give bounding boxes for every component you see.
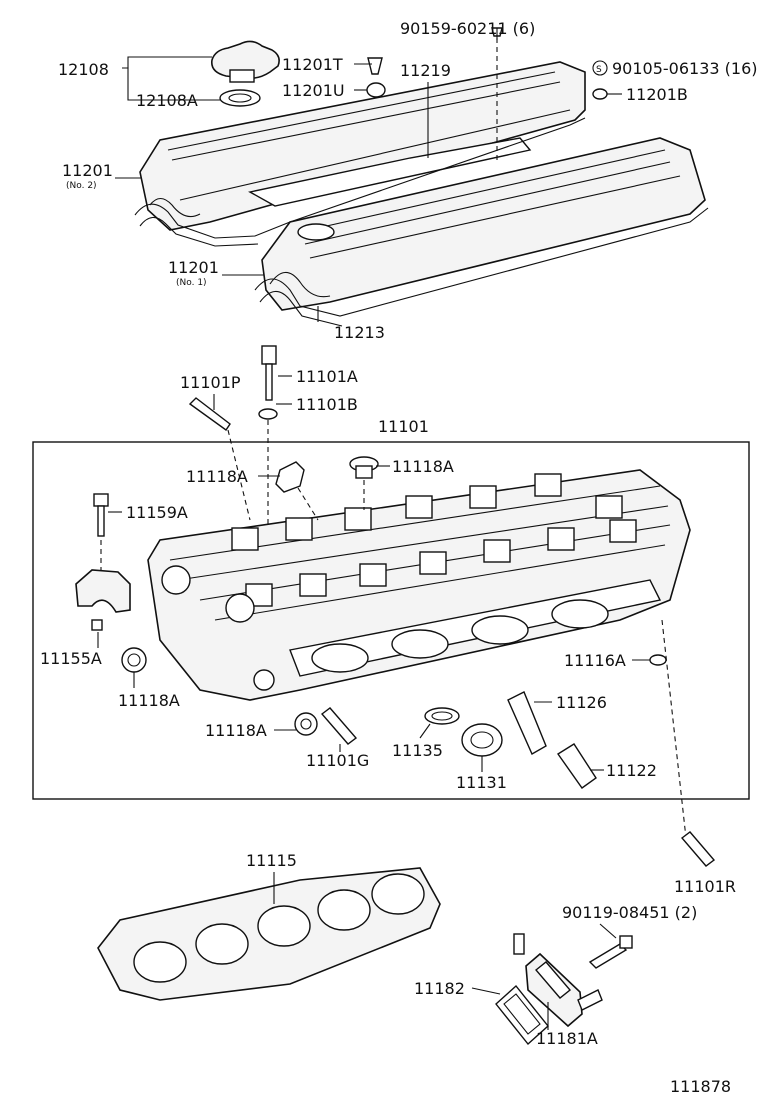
stud-r-guide	[661, 619, 687, 839]
plug-11116a	[649, 654, 667, 666]
plug-left	[121, 647, 147, 673]
label-11118a-top: 11118A	[186, 467, 248, 486]
figure-number: 111878	[670, 1077, 731, 1096]
cam-caps-row1	[231, 473, 623, 551]
water-outlet	[513, 933, 603, 1028]
marker-s: S	[596, 65, 602, 75]
label-11201-no2-sub: (No. 2)	[66, 181, 97, 191]
bolt-90119	[588, 935, 633, 969]
label-11101p: 11101P	[180, 373, 241, 392]
label-12108a: 12108A	[136, 91, 198, 110]
label-11101: 11101	[378, 417, 429, 436]
label-11115: 11115	[246, 851, 297, 870]
seal-11131	[461, 723, 503, 757]
label-12108: 12108	[58, 60, 109, 79]
label-11201-no1: 11201	[168, 258, 219, 277]
cam-caps-row2	[245, 519, 637, 607]
bolt-11159a	[93, 493, 109, 570]
cylinder-head-cover-no1	[261, 137, 706, 311]
plug-bottom	[294, 712, 318, 736]
guide-11126	[507, 691, 547, 755]
head-bolt	[258, 345, 278, 530]
label-11122: 11122	[606, 761, 657, 780]
guide-11122	[557, 743, 597, 789]
label-11182: 11182	[414, 979, 465, 998]
marker-s-circle	[592, 60, 608, 76]
plug-top-b	[349, 456, 379, 510]
cover-gasket-no1	[254, 207, 709, 317]
stud-11101g	[320, 707, 358, 745]
cylinder-head	[147, 469, 691, 701]
label-11126: 11126	[556, 693, 607, 712]
label-11213: 11213	[334, 323, 385, 342]
label-11131: 11131	[456, 773, 507, 792]
label-11101r: 11101R	[674, 877, 736, 896]
cover-grommet-parts	[366, 27, 608, 160]
label-11118a-left: 11118A	[118, 691, 180, 710]
label-11201b: 11201B	[626, 85, 688, 104]
cylinder-head-cover-no2	[139, 61, 586, 231]
label-11101b: 11101B	[296, 395, 358, 414]
label-11116a: 11116A	[564, 651, 626, 670]
label-11159a: 11159A	[126, 503, 188, 522]
oil-filler-cap	[210, 40, 280, 107]
label-11135: 11135	[392, 741, 443, 760]
label-11201t: 11201T	[282, 55, 343, 74]
label-11101g: 11101G	[306, 751, 369, 770]
stud-bolt-p	[188, 397, 251, 521]
label-11201-no1-sub: (No. 1)	[176, 278, 207, 288]
ring-11135	[424, 707, 460, 725]
label-11181a: 11181A	[536, 1029, 598, 1048]
label-11219: 11219	[400, 61, 451, 80]
label-11101a: 11101A	[296, 367, 358, 386]
label-11201-no2: 11201	[62, 161, 113, 180]
plug-top-a	[275, 461, 319, 521]
head-gasket	[97, 867, 441, 1001]
label-90105-06133: 90105-06133 (16)	[612, 59, 758, 78]
label-11201u: 11201U	[282, 81, 345, 100]
intake-ports	[311, 599, 609, 673]
label-90159-60211: 90159-60211 (6)	[400, 19, 535, 38]
label-90119-08451: 90119-08451 (2)	[562, 903, 697, 922]
label-11118a-top2: 11118A	[392, 457, 454, 476]
part-labels: 90159-60211 (6) 12108 12108A 11201T 1120…	[40, 19, 758, 1096]
label-11118a-bottom: 11118A	[205, 721, 267, 740]
cylinder-head-group-box	[32, 441, 750, 800]
bearing-cap	[75, 569, 131, 631]
stud-11101r	[680, 831, 716, 867]
leader-lines	[97, 28, 650, 1030]
cover-gasket-no2	[134, 117, 586, 239]
label-11155a: 11155A	[40, 649, 102, 668]
